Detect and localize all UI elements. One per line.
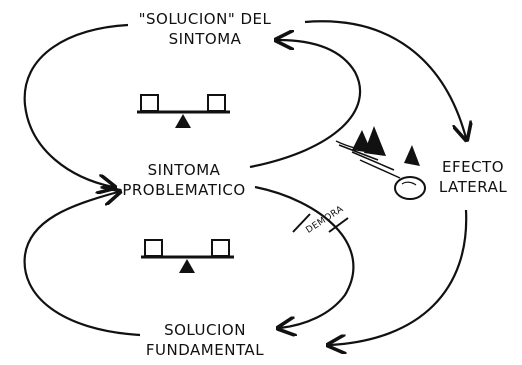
- arrow-fundamental-to-symptom: [23, 192, 141, 337]
- arrow-solution-to-side-effect: [304, 20, 466, 138]
- node-label-line: LATERAL: [438, 178, 508, 196]
- node-label-line: FUNDAMENTAL: [145, 341, 265, 359]
- node-label-line: SINTOMA: [147, 161, 221, 179]
- node-side-effect: EFECTO LATERAL: [434, 157, 512, 197]
- snowball-hill-icon: [335, 126, 426, 200]
- arrow-symptom-to-fundamental: [254, 185, 355, 328]
- arrow-symptom-to-solution: [249, 40, 362, 169]
- node-label-line: "SOLUCION" DEL: [138, 10, 272, 28]
- arrow-solution-to-symptom: [23, 23, 129, 187]
- node-label-line: SINTOMA: [168, 30, 242, 48]
- balance-scale-icon: [141, 239, 234, 273]
- node-label-line: PROBLEMATICO: [122, 181, 246, 199]
- node-label-line: SOLUCION: [164, 321, 246, 339]
- arrow-side-effect-to-fundamental: [330, 209, 468, 345]
- node-label-line: EFECTO: [441, 158, 505, 176]
- delay-marker: [292, 213, 349, 233]
- node-symptom-solution: "SOLUCION" DEL SINTOMA: [130, 9, 280, 49]
- node-problem-symptom: SINTOMA PROBLEMATICO: [118, 160, 250, 200]
- balance-scale-icon: [137, 94, 230, 128]
- node-fundamental-solution: SOLUCION FUNDAMENTAL: [140, 320, 270, 360]
